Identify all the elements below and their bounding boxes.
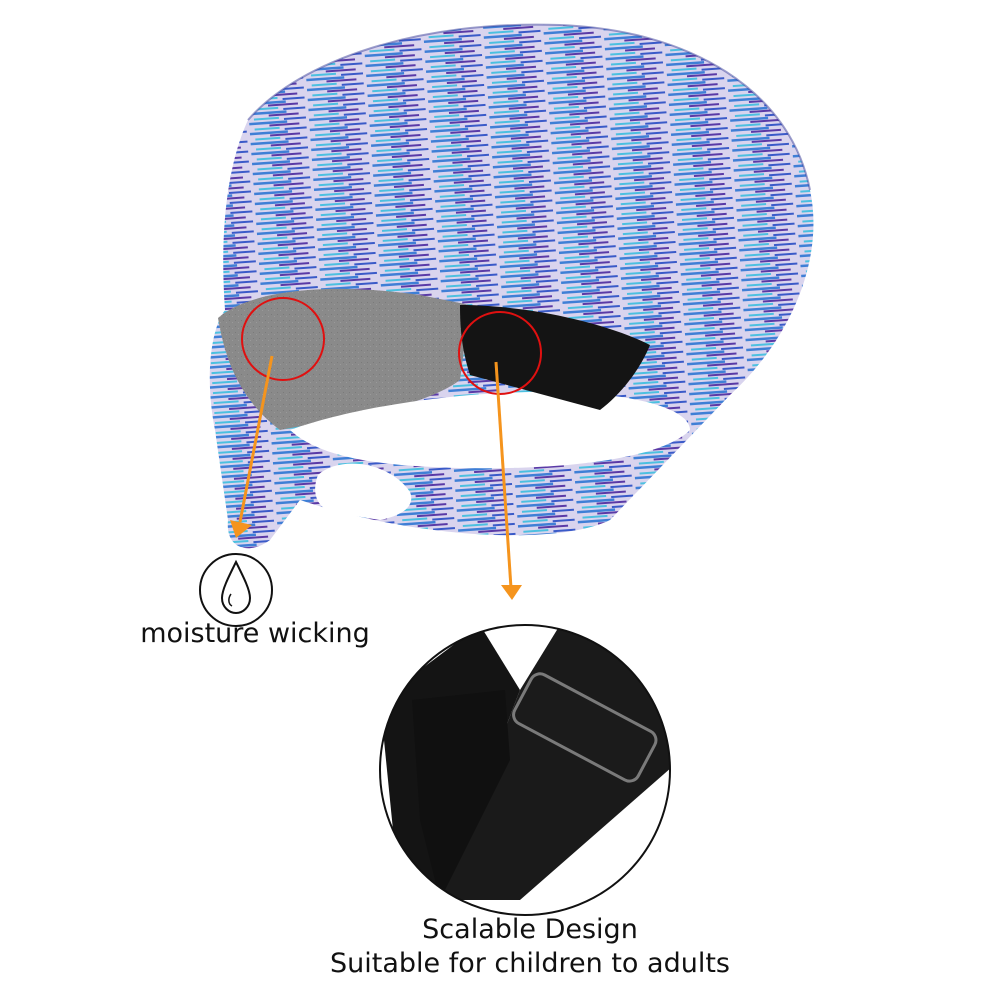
nose-cutout bbox=[315, 463, 412, 520]
water-drop-icon bbox=[199, 553, 273, 627]
scalable-title: Scalable Design bbox=[422, 914, 638, 945]
moisture-wicking-label: moisture wicking bbox=[140, 618, 370, 649]
strap-closeup bbox=[379, 624, 671, 916]
eye-opening bbox=[290, 391, 690, 469]
headband-fabric bbox=[209, 24, 814, 549]
strap-callout-circle bbox=[458, 311, 542, 395]
elastic-strap bbox=[460, 305, 650, 410]
moisture-pad bbox=[218, 288, 470, 430]
arrow-head-pad bbox=[230, 520, 252, 538]
scalable-subtitle: Suitable for children to adults bbox=[330, 948, 730, 979]
scalable-design-label: Scalable Design Suitable for children to… bbox=[320, 913, 740, 981]
pad-callout-circle bbox=[241, 297, 325, 381]
arrow-head-strap bbox=[501, 585, 522, 600]
